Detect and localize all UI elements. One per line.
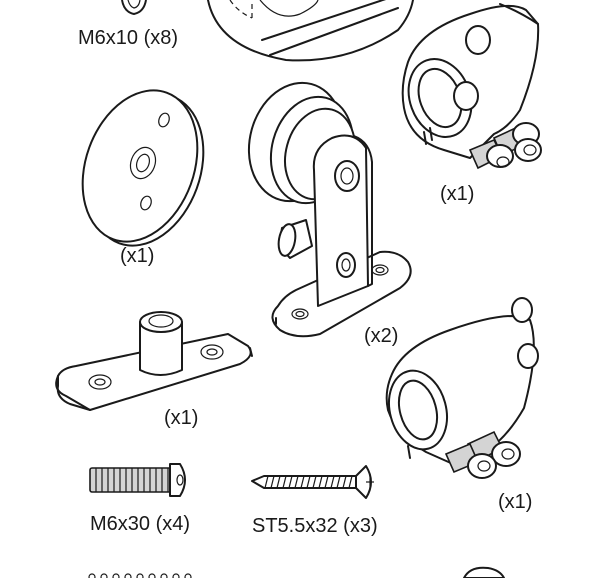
- m6x10-label: M6x10 (x8): [78, 27, 179, 49]
- m6x10-bolt-illustration: [121, 0, 147, 15]
- guide-qty-label: (x1): [164, 407, 199, 429]
- m6x30-label: M6x30 (x4): [90, 513, 191, 535]
- partial-bottom-parts: [88, 566, 505, 578]
- clamp-top-qty-label: (x1): [440, 183, 475, 205]
- detail-magnifier-circle: [207, 0, 414, 62]
- m6x30-bolt-illustration: [89, 463, 186, 497]
- mounting-disc-illustration: [81, 89, 205, 247]
- roller-qty-label: (x2): [364, 325, 399, 347]
- disc-qty-label: (x1): [120, 245, 155, 267]
- st5532-label: ST5.5x32 (x3): [252, 515, 378, 537]
- st5532-screw-illustration: [251, 465, 374, 499]
- clamp-bracket-top-illustration: [401, 3, 542, 170]
- clamp-bottom-qty-label: (x1): [498, 491, 533, 513]
- clamp-bracket-bottom-illustration: [385, 297, 539, 479]
- roller-hanger-illustration: [247, 81, 412, 338]
- floor-guide-illustration: [55, 311, 253, 411]
